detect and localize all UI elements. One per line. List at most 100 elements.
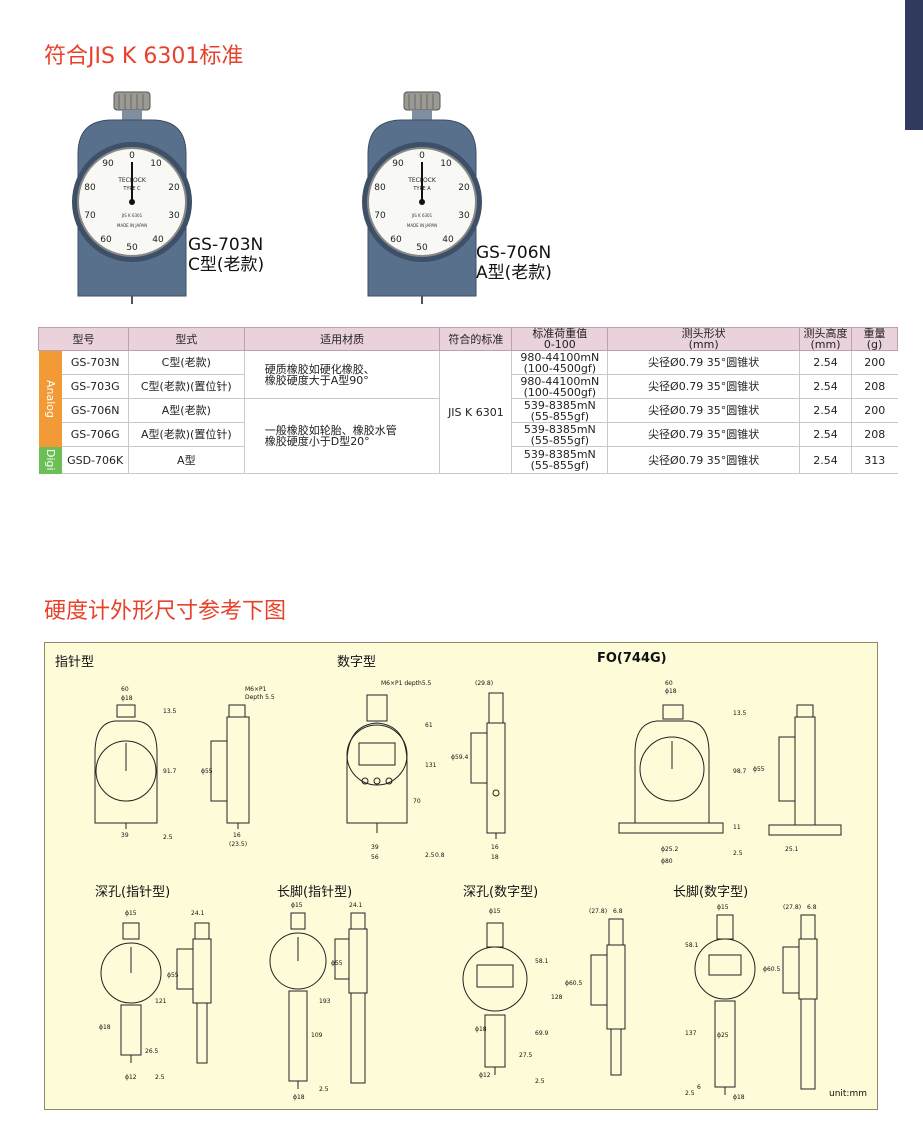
cell-material: 一般橡胶如轮胎、橡胶水管 橡胶硬度小于D型20° — [244, 398, 441, 474]
product-model: GS-703N — [188, 235, 264, 255]
cell-model: GS-703N — [62, 350, 129, 375]
cell-weight: 200 — [851, 398, 898, 423]
dial-number: 60 — [390, 235, 402, 245]
dim-label: 13.5 — [733, 710, 747, 717]
dial-number: 10 — [150, 159, 162, 169]
product-label-gs-706n: GS-706N A型(老款) — [476, 243, 552, 283]
col-header-type: 型式 — [127, 327, 245, 351]
cell-model: GSD-706K — [62, 446, 129, 474]
cell-load: 980-44100mN (100-4500gf) — [511, 374, 609, 399]
cell-material: 硬质橡胶如硬化橡胶、 橡胶硬度大于A型90° — [244, 350, 441, 399]
cell-height: 2.54 — [799, 350, 852, 375]
dial-number: 80 — [84, 183, 96, 193]
dim-label: (27.8) — [589, 908, 607, 915]
dim-label: (23.5) — [229, 841, 247, 848]
cell-height: 2.54 — [799, 422, 852, 447]
dim-label: 91.7 — [163, 768, 177, 775]
table-row: GS-706N A型(老款) 一般橡胶如轮胎、橡胶水管 橡胶硬度小于D型20° … — [39, 398, 898, 474]
cell-model: GS-706N — [62, 398, 129, 423]
cell-shape: 尖径Ø0.79 35°圆锥状 — [607, 374, 800, 399]
gauge-photo-gs-706n: 0 10 20 30 40 50 60 70 80 90 TECLOCK TYP… — [362, 91, 482, 304]
dim-label: 6.8 — [807, 904, 817, 911]
gauge-photo-gs-703n: 0 10 20 30 40 50 60 70 80 90 TECLOCK TYP… — [72, 91, 192, 304]
dim-label: 39 — [371, 844, 379, 851]
cell-height: 2.54 — [799, 398, 852, 423]
cell-shape: 尖径Ø0.79 35°圆锥状 — [607, 446, 800, 474]
cell-height: 2.54 — [799, 446, 852, 474]
dial-number: 50 — [126, 243, 138, 253]
dial-origin: MADE IN JAPAN — [407, 223, 437, 228]
unit-note: unit:mm — [828, 1089, 867, 1099]
dim-label: 2.5 — [163, 834, 173, 841]
dim-label: ϕ55 — [167, 972, 179, 979]
dim-label: 2.5 — [733, 850, 743, 857]
product-type: A型(老款) — [476, 263, 552, 283]
col-header-material: 适用材质 — [243, 327, 441, 351]
dial-number: 50 — [416, 243, 428, 253]
dial-standard: JIS K 6301 — [411, 213, 433, 218]
dial-number: 80 — [374, 183, 386, 193]
dim-label: 69.9 — [535, 1030, 549, 1037]
drawing-label-deep-digital: 深孔(数字型) — [463, 885, 539, 900]
dim-label: M6×P1 — [245, 686, 267, 693]
dim-label: 18 — [491, 854, 499, 861]
drawing-label-analog: 指针型 — [55, 655, 95, 670]
drawing-label-deep-analog: 深孔(指针型) — [95, 885, 171, 900]
dial-number: 0 — [129, 151, 135, 161]
dim-label: ϕ60.5 — [763, 966, 781, 973]
dim-label: ϕ18 — [121, 695, 133, 702]
dim-label: 98.7 — [733, 768, 747, 775]
dial-standard: JIS K 6301 — [121, 213, 143, 218]
dim-label: ϕ18 — [733, 1094, 745, 1101]
dimension-drawings-panel: 指针型 数字型 FO(744G) 深孔(指针型) 长脚(指针型) 深孔(数字型)… — [44, 642, 878, 1110]
dial-number: 20 — [168, 183, 180, 193]
dim-label: ϕ60.5 — [565, 980, 583, 987]
dim-label: ϕ59.4 — [451, 754, 469, 761]
table-row: GS-706G A型(老款)(置位针) 539-8385mN (55-855gf… — [39, 422, 898, 447]
dim-label: ϕ15 — [717, 904, 729, 911]
table-header-row: 型号 型式 适用材质 符合的标准 标准荷重值 0-100 测头形状 (mm) 测… — [38, 327, 899, 351]
dial-number: 0 — [419, 151, 425, 161]
dim-label: 16 — [491, 844, 499, 851]
cell-standard: JIS K 6301 — [439, 350, 513, 474]
cell-weight: 208 — [851, 374, 898, 399]
product-type: C型(老款) — [188, 255, 265, 275]
dim-label: 60 — [665, 680, 673, 687]
dim-label: 27.5 — [519, 1052, 533, 1059]
dim-label: ϕ80 — [661, 858, 673, 865]
dim-label: ϕ18 — [665, 688, 677, 695]
cell-model: GS-703G — [62, 374, 129, 399]
cell-model: GS-706G — [62, 422, 129, 447]
dim-label: 6 — [697, 1084, 701, 1091]
product-model: GS-706N — [476, 243, 552, 263]
group-label-analog: Analog — [38, 350, 63, 447]
dim-label: (29.8) — [475, 680, 493, 687]
dial-origin: MADE IN JAPAN — [117, 223, 147, 228]
dim-label: ϕ55 — [201, 768, 213, 775]
dim-label: 61 — [425, 722, 433, 729]
section-title-dimensions: 硬度计外形尺寸参考下图 — [44, 599, 287, 624]
cell-type: C型(老款) — [128, 350, 245, 375]
col-header-height: 测头高度 (mm) — [799, 327, 852, 351]
dim-label: 2.5 — [535, 1078, 545, 1085]
drawing-label-fo: FO(744G) — [597, 651, 667, 666]
col-header-load: 标准荷重值 0-100 — [511, 327, 609, 351]
dim-label: ϕ15 — [489, 908, 501, 915]
dial-number: 10 — [440, 159, 452, 169]
dim-label: ϕ12 — [479, 1072, 491, 1079]
dim-label: 137 — [685, 1030, 697, 1037]
dim-label: ϕ18 — [475, 1026, 487, 1033]
cell-height: 2.54 — [799, 374, 852, 399]
dim-label: 131 — [425, 762, 437, 769]
dim-label: ϕ55 — [753, 766, 765, 773]
col-header-weight: 重量 (g) — [850, 327, 899, 351]
dim-label: ϕ18 — [99, 1024, 111, 1031]
technical-drawings: 60 ϕ18 13.5 91.7 39 2.5 ϕ55 M6×P1 Depth … — [94, 680, 842, 1101]
dim-label: M6×P1 depth5.5 — [381, 680, 432, 687]
dim-label: 60 — [121, 686, 129, 693]
dim-label: 24.1 — [191, 910, 205, 917]
dim-label: 56 — [371, 854, 379, 861]
dim-label: 2.5 — [685, 1090, 695, 1097]
dim-label: 24.1 — [349, 902, 363, 909]
dim-label: ϕ25 — [717, 1032, 729, 1039]
